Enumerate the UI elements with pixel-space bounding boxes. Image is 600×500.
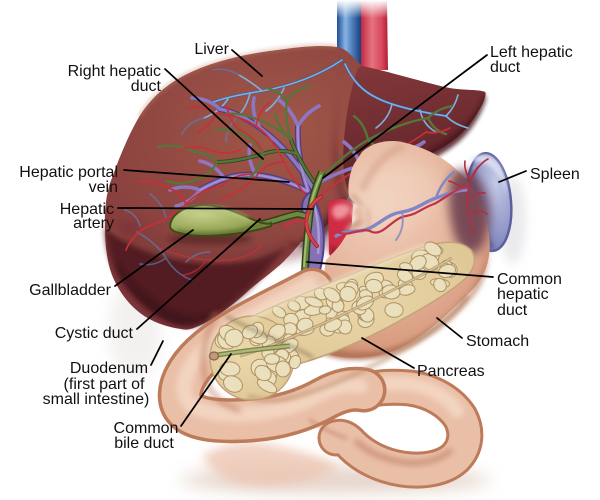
svg-text:duct: duct (131, 78, 162, 95)
svg-text:(first part of: (first part of (64, 376, 145, 393)
svg-text:Right hepatic: Right hepatic (68, 63, 161, 80)
svg-text:small intestine): small intestine) (43, 391, 150, 408)
svg-text:artery: artery (73, 215, 114, 232)
svg-text:duct: duct (490, 59, 521, 76)
svg-text:Duodenum: Duodenum (70, 360, 148, 377)
svg-text:Stomach: Stomach (466, 333, 529, 350)
svg-text:Common: Common (497, 271, 562, 288)
svg-text:hepatic: hepatic (497, 286, 549, 303)
svg-text:Hepatic portal: Hepatic portal (19, 164, 118, 181)
svg-text:Cystic duct: Cystic duct (55, 325, 134, 342)
svg-text:bile duct: bile duct (114, 435, 174, 452)
svg-text:Hepatic: Hepatic (60, 201, 114, 218)
svg-text:duct: duct (497, 302, 528, 319)
svg-text:Left hepatic: Left hepatic (490, 44, 573, 61)
svg-text:Common: Common (114, 420, 179, 437)
svg-text:Gallbladder: Gallbladder (29, 282, 112, 299)
svg-text:Pancreas: Pancreas (417, 363, 485, 380)
svg-text:Liver: Liver (194, 41, 229, 58)
svg-text:Spleen: Spleen (530, 166, 580, 183)
svg-text:vein: vein (89, 179, 118, 196)
